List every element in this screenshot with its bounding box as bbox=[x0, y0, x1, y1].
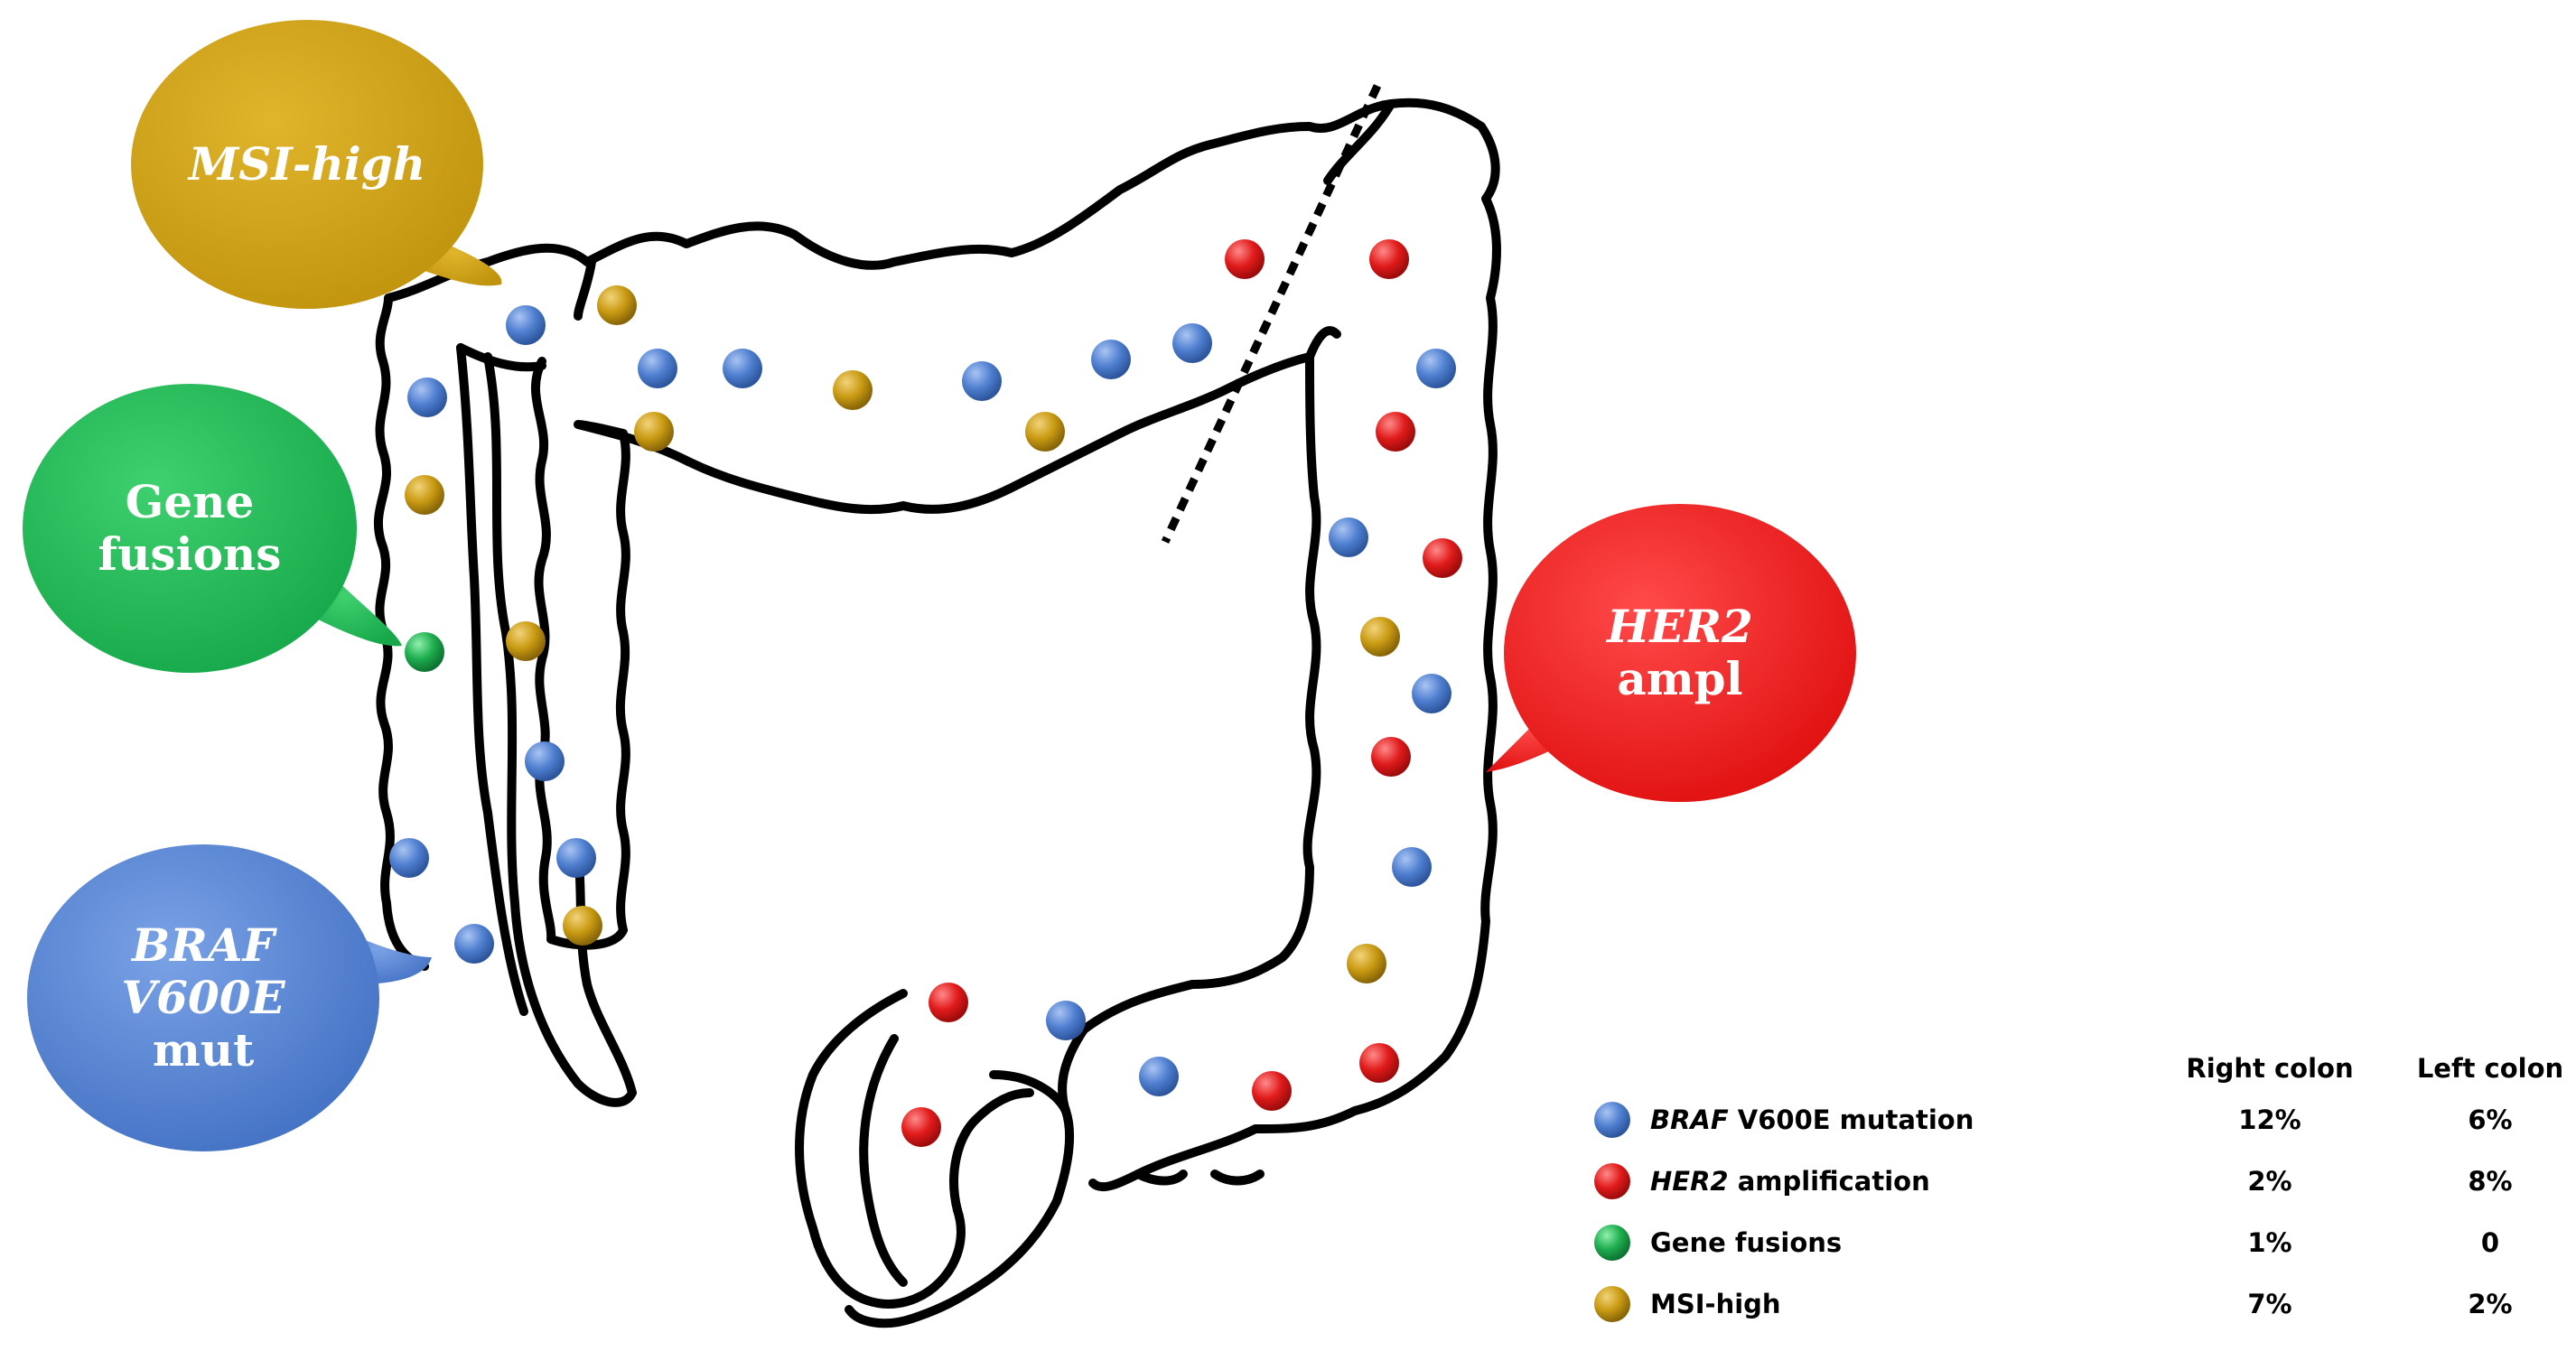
msi-dot bbox=[634, 412, 674, 452]
legend-left-value-her2: 8% bbox=[2468, 1166, 2512, 1197]
legend-label-her2: HER2 amplification bbox=[1650, 1166, 1930, 1197]
legend-row-fusion: Gene fusions 1% 0 bbox=[1594, 1225, 2499, 1261]
splenic-flexure-dashed-divider bbox=[1161, 84, 1382, 544]
mutation-dots bbox=[389, 239, 1462, 1147]
header-left-colon: Left colon bbox=[2417, 1053, 2563, 1084]
braf-dot bbox=[1046, 1001, 1086, 1040]
legend-label-fusion: Gene fusions bbox=[1650, 1227, 1842, 1258]
legend-right-value-her2: 2% bbox=[2247, 1166, 2291, 1197]
legend-row-her2: HER2 amplification 2% 8% bbox=[1594, 1163, 2513, 1199]
her2-dot bbox=[1376, 412, 1415, 452]
legend-gene: BRAF bbox=[1650, 1104, 1729, 1135]
bubble-line: fusions bbox=[98, 527, 282, 581]
msi-dot bbox=[1025, 412, 1065, 452]
braf-dot bbox=[389, 838, 429, 878]
msi-dot bbox=[597, 285, 637, 325]
colon-outline-icon bbox=[373, 98, 1501, 1328]
her2-dot bbox=[901, 1107, 941, 1147]
legend-right-value-fusion: 1% bbox=[2247, 1227, 2291, 1258]
braf-dot bbox=[1091, 340, 1131, 379]
legend-text: MSI-high bbox=[1650, 1289, 1781, 1319]
legend-row-msi: MSI-high 7% 2% bbox=[1594, 1286, 2513, 1322]
bubble-line: Gene bbox=[126, 475, 255, 528]
legend-label-msi: MSI-high bbox=[1650, 1289, 1781, 1319]
legend-swatch-fusion bbox=[1594, 1225, 1630, 1261]
msi-dot bbox=[405, 475, 444, 515]
braf-dot bbox=[454, 924, 494, 964]
braf-dot bbox=[1412, 674, 1451, 713]
braf-dot bbox=[407, 377, 447, 417]
her2-dot bbox=[1369, 239, 1409, 279]
bubble-line: HER2 bbox=[1605, 600, 1753, 653]
braf-dot bbox=[723, 349, 762, 388]
braf-dot bbox=[962, 361, 1002, 401]
bubble-msi: MSI-high bbox=[131, 20, 502, 309]
legend-left-value-msi: 2% bbox=[2468, 1289, 2512, 1319]
bubble-line: ampl bbox=[1617, 652, 1742, 705]
msi-dot bbox=[1360, 617, 1400, 657]
legend-swatch-her2 bbox=[1594, 1163, 1630, 1199]
bubble-line: mut bbox=[153, 1023, 254, 1076]
braf-dot bbox=[1392, 847, 1432, 887]
msi-dot bbox=[833, 370, 873, 410]
her2-dot bbox=[1371, 737, 1411, 777]
braf-dot bbox=[525, 741, 565, 781]
her2-dot bbox=[1225, 239, 1265, 279]
legend-label-braf: BRAF V600E mutation bbox=[1650, 1104, 1974, 1135]
legend-table: Right colon Left colon BRAF V600E mutati… bbox=[1594, 1053, 2563, 1322]
msi-dot bbox=[563, 906, 602, 946]
her2-dot bbox=[1252, 1071, 1292, 1111]
msi-dot bbox=[1347, 944, 1386, 983]
legend-row-braf: BRAF V600E mutation 12% 6% bbox=[1594, 1102, 2513, 1138]
her2-dot bbox=[929, 983, 968, 1022]
legend-text: V600E mutation bbox=[1729, 1104, 1974, 1135]
braf-dot bbox=[1139, 1057, 1179, 1096]
legend-right-value-braf: 12% bbox=[2238, 1104, 2301, 1135]
bubble-line: V600E bbox=[121, 971, 285, 1024]
legend-left-value-fusion: 0 bbox=[2481, 1227, 2499, 1258]
legend-gene: HER2 bbox=[1650, 1166, 1729, 1197]
legend-swatch-braf bbox=[1594, 1102, 1630, 1138]
bubble-line: BRAF bbox=[130, 918, 278, 972]
legend-left-value-braf: 6% bbox=[2468, 1104, 2512, 1135]
her2-dot bbox=[1423, 538, 1462, 578]
braf-dot bbox=[1329, 517, 1368, 557]
header-right-colon: Right colon bbox=[2186, 1053, 2353, 1084]
legend-swatch-msi bbox=[1594, 1286, 1630, 1322]
braf-dot bbox=[1416, 349, 1456, 388]
legend-right-value-msi: 7% bbox=[2247, 1289, 2291, 1319]
legend-text: Gene fusions bbox=[1650, 1227, 1842, 1258]
legend-text: amplification bbox=[1729, 1166, 1930, 1197]
braf-dot bbox=[638, 349, 677, 388]
bubble-line: MSI-high bbox=[187, 137, 425, 191]
her2-dot bbox=[1359, 1043, 1399, 1083]
msi-dot bbox=[506, 621, 546, 661]
braf-dot bbox=[1172, 323, 1212, 363]
braf-dot bbox=[506, 305, 546, 345]
bubble-label-msi: MSI-high bbox=[187, 137, 425, 191]
braf-dot bbox=[556, 838, 596, 878]
fusion-dot bbox=[405, 632, 444, 672]
